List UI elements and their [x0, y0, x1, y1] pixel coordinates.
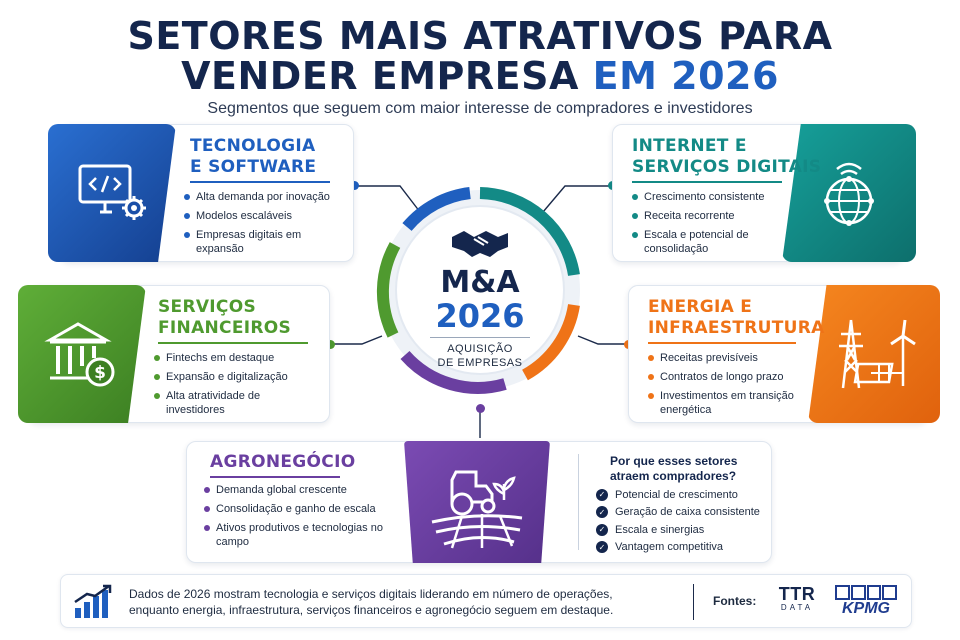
bank-dollar-icon: $: [44, 322, 115, 387]
sector-bullets-internet: Crescimento consistente Receita recorren…: [630, 190, 780, 261]
center-hub: M&A 2026 AQUISIÇÃO DE EMPRESAS: [375, 185, 585, 395]
list-item: Fintechs em destaque: [152, 351, 322, 365]
connector-dot-agro: [476, 404, 485, 413]
center-caption-2: DE EMPRESAS: [437, 357, 523, 369]
title-line: INTERNET E: [632, 136, 747, 156]
sector-badge-internet: [782, 124, 916, 262]
ttr-logo-sub: DATA: [780, 603, 814, 612]
kpmg-logo: KPMG: [835, 585, 897, 618]
globe-wifi-icon: [824, 162, 874, 226]
title-line: SERVIÇOS DIGITAIS: [632, 157, 822, 177]
connector-dot-financeiros: [326, 340, 335, 349]
check-icon: ✓: [596, 488, 608, 501]
handshake-icon: [452, 231, 508, 257]
list-item: Alta atratividade de investidores: [152, 389, 272, 417]
list-item: Crescimento consistente: [630, 190, 780, 204]
list-item: Expansão e digitalização: [152, 370, 322, 384]
why-item-label: Geração de caixa consistente: [615, 506, 760, 519]
bar-chart-growth-icon: [74, 584, 112, 618]
why-item-label: Escala e sinergias: [615, 523, 705, 536]
list-item: Contratos de longo prazo: [646, 370, 806, 384]
title-main: VENDER EMPRESA: [181, 54, 593, 98]
check-icon: ✓: [596, 523, 608, 536]
sector-badge-agro: [404, 441, 550, 563]
list-item: Escala e potencial de consolidação: [630, 228, 780, 256]
title-line: E SOFTWARE: [190, 157, 317, 177]
sector-underline-agro: [210, 476, 340, 478]
sector-underline-energia: [648, 342, 796, 344]
svg-text:$: $: [94, 363, 106, 383]
center-ring: [376, 187, 580, 394]
kpmg-logo-boxes: [835, 585, 897, 600]
tractor-field-icon: [431, 470, 523, 549]
footer-line: Dados de 2026 mostram tecnologia e servi…: [129, 587, 613, 601]
center-caption-divider: [430, 337, 530, 338]
title-accent-year: EM 2026: [592, 54, 779, 98]
list-item: Ativos produtivos e tecnologias no campo: [202, 521, 392, 549]
list-item: ✓ Potencial de crescimento: [596, 486, 760, 504]
title-line: ENERGIA E: [648, 297, 753, 317]
page-title-line-2: VENDER EMPRESA EM 2026: [0, 54, 960, 98]
list-item: ✓ Escala e sinergias: [596, 521, 760, 539]
why-separator: [578, 454, 579, 550]
why-list: ✓ Potencial de crescimento ✓ Geração de ca…: [596, 486, 760, 556]
list-item: ✓ Geração de caixa consistente: [596, 504, 760, 522]
why-item-label: Potencial de crescimento: [615, 488, 738, 501]
sources-label: Fontes:: [713, 594, 757, 608]
check-icon: ✓: [596, 506, 608, 519]
why-item-label: Vantagem competitiva: [615, 541, 724, 554]
list-item: Receita recorrente: [630, 209, 780, 223]
list-item: Receitas previsíveis: [646, 351, 806, 365]
center-label-ma: M&A: [440, 265, 520, 300]
list-item: ✓ Vantagem competitiva: [596, 539, 760, 557]
sector-bullets-financeiros: Fintechs em destaque Expansão e digitali…: [152, 351, 322, 422]
power-tower-solar-icon: [839, 319, 916, 389]
list-item: Consolidação e ganho de escala: [202, 502, 392, 516]
sector-bullets-energia: Receitas previsíveis Contratos de longo …: [646, 351, 806, 422]
footer-banner: Dados de 2026 mostram tecnologia e servi…: [60, 574, 912, 628]
check-icon: ✓: [596, 541, 608, 554]
title-line: SERVIÇOS: [158, 297, 256, 317]
list-item: Alta demanda por inovação: [182, 190, 350, 204]
footer-line: enquanto energia, infraestrutura, serviç…: [129, 603, 614, 617]
sector-title-agro: AGRONEGÓCIO: [210, 452, 356, 472]
kpmg-logo-word: KPMG: [842, 600, 890, 617]
sector-badge-tecnologia: [48, 124, 176, 262]
title-line: atraem compradores?: [610, 469, 737, 483]
title-line: FINANCEIROS: [158, 318, 292, 338]
list-item: Empresas digitais em expansão: [182, 228, 350, 256]
list-item: Demanda global crescente: [202, 483, 392, 497]
connector-dot-tecnologia: [350, 181, 359, 190]
center-caption-1: AQUISIÇÃO: [447, 343, 513, 355]
footer-separator: [693, 584, 694, 620]
center-label-year: 2026: [435, 297, 525, 335]
sector-badge-energia: [808, 285, 940, 423]
sector-bullets-tecnologia: Alta demanda por inovação Modelos escalá…: [182, 190, 350, 261]
title-line: INFRAESTRUTURA: [648, 318, 825, 338]
ttr-logo-main: TTR: [778, 584, 816, 604]
list-item: Investimentos em transição energética: [646, 389, 806, 417]
sector-underline-internet: [632, 181, 782, 183]
sector-bullets-agro: Demanda global crescente Consolidação e …: [202, 483, 392, 554]
sector-underline-tecnologia: [190, 181, 330, 183]
computer-gear-icon: [78, 164, 146, 220]
sector-badge-financeiros: $: [18, 285, 146, 423]
footer-text: Dados de 2026 mostram tecnologia e servi…: [129, 586, 689, 618]
page-subtitle: Segmentos que seguem com maior interesse…: [207, 100, 753, 117]
sector-underline-financeiros: [158, 342, 308, 344]
list-item: Modelos escaláveis: [182, 209, 350, 223]
title-line: TECNOLOGIA: [190, 136, 316, 156]
title-line: Por que esses setores: [610, 454, 738, 468]
page-title-line-1: SETORES MAIS ATRATIVOS PARA: [127, 14, 833, 58]
